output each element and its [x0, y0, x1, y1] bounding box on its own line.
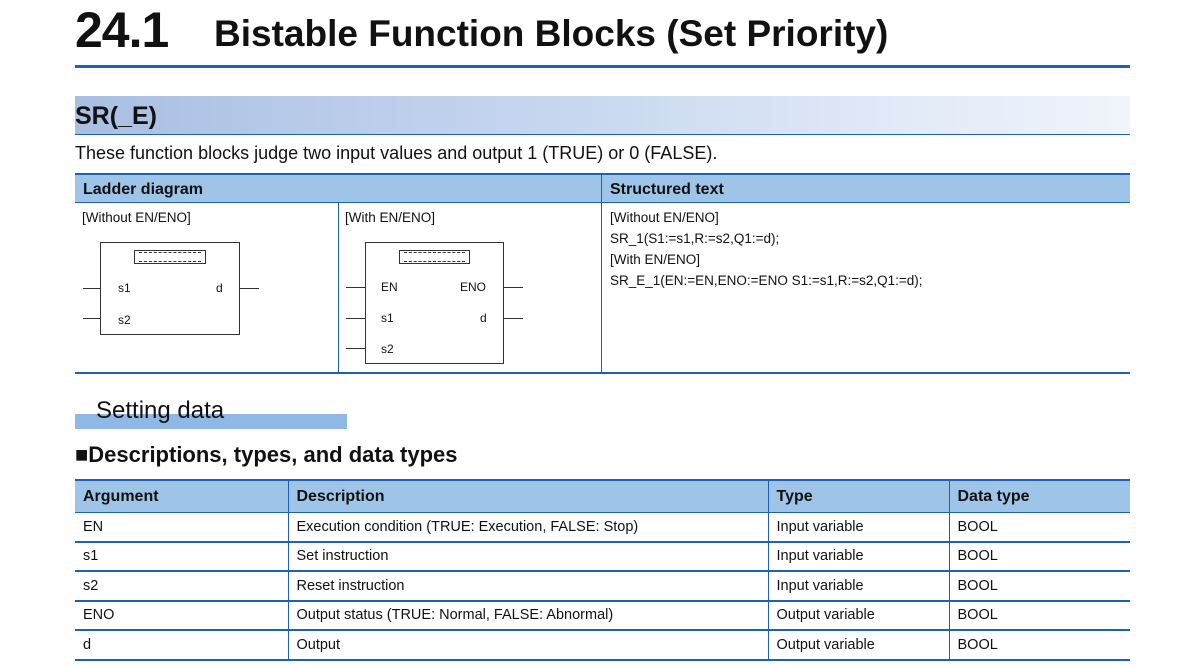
- input-line-s2: [83, 318, 100, 319]
- setting-data-bar: [75, 414, 347, 429]
- input-line-s2: [346, 348, 365, 349]
- arguments-table: Argument Description Type Data type EN E…: [75, 479, 1130, 661]
- cell-data-type: BOOL: [948, 512, 1130, 543]
- structured-text-header: Structured text: [601, 173, 1130, 203]
- input-line-s1: [83, 288, 100, 289]
- chapter-divider: [75, 65, 1130, 68]
- cell-description: Execution condition (TRUE: Execution, FA…: [287, 512, 768, 543]
- fb-instance-name-placeholder: [399, 250, 470, 264]
- cell-data-type: BOOL: [948, 541, 1130, 572]
- ladder-diagram-header: Ladder diagram: [75, 173, 601, 203]
- section-title: SR(_E): [75, 102, 157, 130]
- cell-type: Input variable: [767, 512, 949, 543]
- table-row: s1 Set instruction Input variable BOOL: [75, 541, 1130, 572]
- cell-data-type: BOOL: [948, 571, 1130, 602]
- table-row: s2 Reset instruction Input variable BOOL: [75, 571, 1130, 602]
- cell-description: Reset instruction: [287, 571, 768, 602]
- pin-label-s2: s2: [118, 313, 131, 327]
- table-row: EN Execution condition (TRUE: Execution,…: [75, 512, 1130, 543]
- table-bottom-rule: [75, 372, 1130, 374]
- cell-description: Output status (TRUE: Normal, FALSE: Abno…: [287, 600, 768, 631]
- st-line-with-label: [With EN/ENO]: [610, 252, 701, 267]
- st-line-without-label: [Without EN/ENO]: [610, 210, 719, 225]
- cell-type: Output variable: [767, 600, 949, 631]
- cell-argument: ENO: [75, 600, 288, 631]
- column-header-data-type: Data type: [948, 479, 1130, 513]
- pin-label-d: d: [216, 281, 223, 295]
- cell-type: Input variable: [767, 571, 949, 602]
- pin-label-d: d: [480, 311, 487, 325]
- st-code-without: SR_1(S1:=s1,R:=s2,Q1:=d);: [610, 231, 780, 246]
- chapter-title: Bistable Function Blocks (Set Priority): [214, 13, 889, 54]
- output-line-d: [240, 288, 259, 289]
- output-line-d: [504, 318, 523, 319]
- chapter-number: 24.1: [75, 2, 169, 58]
- cell-argument: d: [75, 630, 288, 661]
- cell-argument: s2: [75, 571, 288, 602]
- table-header-row: Argument Description Type Data type: [75, 479, 1130, 513]
- table-row: ENO Output status (TRUE: Normal, FALSE: …: [75, 600, 1130, 631]
- section-intro: These function blocks judge two input va…: [75, 143, 718, 163]
- pin-label-eno: ENO: [460, 280, 487, 294]
- ladder-st-table: Ladder diagram Structured text [Without …: [75, 173, 1130, 373]
- cell-type: Output variable: [767, 630, 949, 661]
- column-header-argument: Argument: [75, 479, 288, 513]
- with-en-eno-label: [With EN/ENO]: [345, 210, 436, 225]
- section-band: [75, 96, 1130, 135]
- cell-type: Input variable: [767, 541, 949, 572]
- pin-label-s1: s1: [381, 311, 394, 325]
- cell-data-type: BOOL: [948, 630, 1130, 661]
- input-line-s1: [346, 318, 365, 319]
- cell-data-type: BOOL: [948, 600, 1130, 631]
- table-row: d Output Output variable BOOL: [75, 630, 1130, 661]
- st-code-with: SR_E_1(EN:=EN,ENO:=ENO S1:=s1,R:=s2,Q1:=…: [610, 273, 923, 288]
- descriptions-heading: ■Descriptions, types, and data types: [75, 442, 458, 467]
- setting-data-title: Setting data: [96, 397, 225, 424]
- column-divider: [338, 203, 339, 373]
- cell-description: Set instruction: [287, 541, 768, 572]
- column-divider: [601, 203, 602, 373]
- without-en-eno-label: [Without EN/ENO]: [82, 210, 191, 225]
- pin-label-s1: s1: [118, 281, 131, 295]
- column-header-description: Description: [287, 479, 768, 513]
- output-line-eno: [504, 287, 523, 288]
- pin-label-s2: s2: [381, 342, 394, 356]
- input-line-en: [346, 287, 365, 288]
- cell-argument: s1: [75, 541, 288, 572]
- cell-argument: EN: [75, 512, 288, 543]
- pin-label-en: EN: [381, 280, 398, 294]
- column-header-type: Type: [767, 479, 949, 513]
- cell-description: Output: [287, 630, 768, 661]
- fb-instance-name-placeholder: [134, 250, 206, 264]
